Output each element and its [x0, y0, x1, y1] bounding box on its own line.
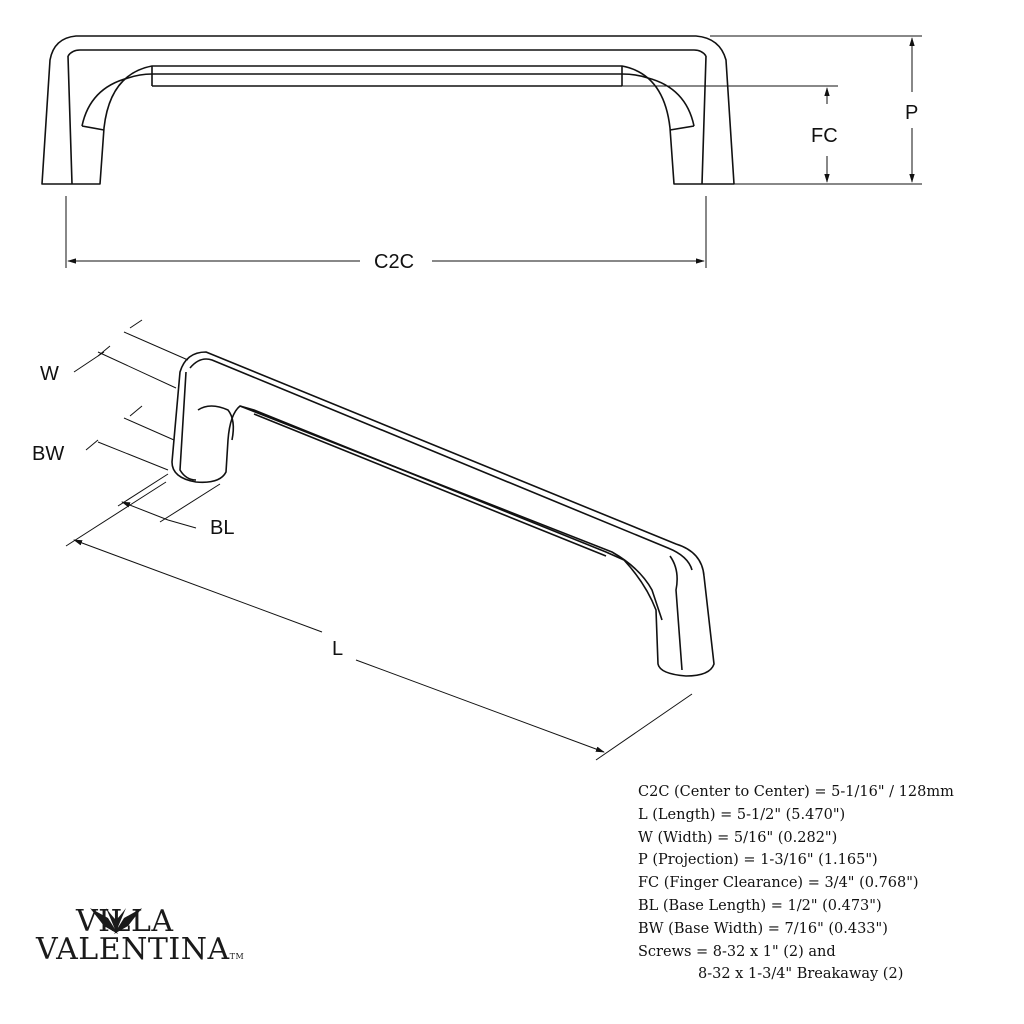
spec-finger-clearance: FC (Finger Clearance) = 3/4" (0.768"): [638, 875, 919, 892]
c2c-dimension-label: C2C: [374, 251, 414, 273]
handle-perspective-under-line: [253, 413, 607, 557]
perspective-dimensions: [65, 319, 693, 761]
handle-front-inner-arch: [81, 73, 695, 127]
spec-projection: P (Projection) = 1-3/16" (1.165"): [638, 852, 878, 869]
specifications-list: C2C (Center to Center) = 5-1/16" / 128mm…: [638, 781, 954, 986]
handle-front-right-foot-line: [669, 125, 695, 131]
l-extension-right: [595, 693, 693, 761]
bw-tick-upper: [129, 405, 143, 417]
spec-base-width: BW (Base Width) = 7/16" (0.433"): [638, 920, 888, 937]
handle-front-top-band: [67, 49, 707, 57]
w-dimension-label: W: [40, 363, 59, 385]
w-leader: [73, 351, 105, 373]
handle-perspective-right-foot: [669, 555, 683, 671]
bl-dimension-label: BL: [210, 517, 234, 539]
handle-perspective-under-band: [239, 405, 663, 621]
brand-name-line2-text: VALENTINA: [36, 932, 230, 967]
l-dimension-label: L: [332, 638, 343, 660]
villa-valentina-logo-mark: [90, 908, 142, 934]
handle-front-left-leg-line: [67, 55, 73, 185]
perspective-view: [171, 351, 715, 677]
bl-extension-right: [159, 483, 221, 523]
bl-leader: [167, 519, 197, 529]
l-dimension-line-right: [355, 659, 605, 753]
handle-perspective-top-band: [189, 358, 693, 571]
brand-name-line1: VILLA: [76, 904, 174, 939]
spec-c2c: C2C (Center to Center) = 5-1/16" / 128mm: [638, 784, 954, 800]
fc-dimension-label: FC: [811, 125, 838, 147]
bl-dimension-line: [121, 501, 169, 521]
spec-base-length: BL (Base Length) = 1/2" (0.473"): [638, 897, 882, 914]
p-dimension-label: P: [905, 102, 918, 124]
spec-length: L (Length) = 5-1/2" (5.470"): [638, 806, 846, 823]
bw-dimension-label: BW: [32, 443, 64, 465]
w-tick-upper: [129, 319, 143, 329]
spec-screws-breakaway: 8-32 x 1-3/4" Breakaway (2): [698, 966, 904, 983]
handle-front-left-foot-line: [81, 125, 105, 131]
front-view: [41, 35, 735, 185]
bl-extension-left: [117, 473, 169, 507]
l-extension-left: [65, 481, 167, 547]
spec-width: W (Width) = 5/16" (0.282"): [638, 829, 838, 846]
spec-screws: Screws = 8-32 x 1" (2) and: [638, 943, 836, 960]
front-dimensions: [65, 35, 922, 268]
handle-front-right-leg-line: [701, 55, 707, 185]
bw-tick-lower: [85, 439, 99, 451]
brand-name-line2: VALENTINATM: [36, 932, 244, 967]
handle-perspective-left-inner: [197, 405, 235, 441]
trademark-symbol: TM: [229, 952, 245, 961]
handle-perspective-left-foot: [179, 371, 197, 481]
l-dimension-line-left: [73, 539, 323, 633]
handle-perspective-outline: [171, 351, 715, 677]
handle-front-outline: [41, 35, 735, 185]
